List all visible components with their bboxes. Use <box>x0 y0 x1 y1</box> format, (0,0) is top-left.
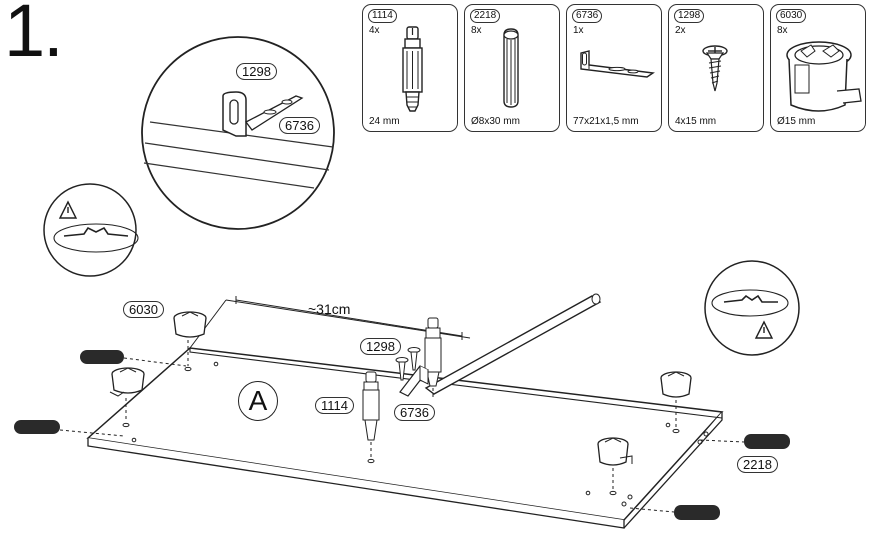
part-size: 24 mm <box>369 116 400 127</box>
cam-bolt-left <box>362 371 380 464</box>
metal-bracket-icon <box>580 50 655 78</box>
callout-screw: 1298 <box>360 338 401 355</box>
dimension-line <box>235 296 463 340</box>
part-code: 6736 <box>572 9 603 23</box>
edge-holes <box>131 361 709 507</box>
warning-circle-right <box>704 260 800 356</box>
cam-lock-right-top <box>660 371 692 434</box>
cam-lock-icon <box>786 41 862 112</box>
parts-list: 1114 4x 24 mm 2218 8x Ø8x30 mm 6736 1x 7… <box>362 4 868 134</box>
part-card-1114: 1114 4x 24 mm <box>362 4 458 132</box>
dowel-4 <box>629 505 720 520</box>
cam-bolt-center <box>424 317 442 400</box>
part-code: 6030 <box>776 9 807 23</box>
step-number: 1. <box>4 0 64 72</box>
wood-screw-icon <box>702 45 728 92</box>
callout-dowel: 2218 <box>737 456 778 473</box>
part-size: 77x21x1,5 mm <box>573 116 639 127</box>
dowel-3 <box>699 434 790 449</box>
cam-bolt-icon <box>402 26 423 112</box>
detail-label-bracket: 6736 <box>279 117 320 134</box>
part-card-6030: 6030 8x Ø15 mm <box>770 4 866 132</box>
detail-magnifier <box>141 36 335 230</box>
cam-lock-right-bottom <box>597 437 633 496</box>
part-quantity: 2x <box>675 25 686 36</box>
part-code: 1298 <box>674 9 705 23</box>
part-quantity: 1x <box>573 25 584 36</box>
part-card-6736: 6736 1x 77x21x1,5 mm <box>566 4 662 132</box>
wooden-dowel-icon <box>503 28 519 108</box>
callout-cam-lock: 6030 <box>123 301 164 318</box>
callout-bracket: 6736 <box>394 404 435 421</box>
part-code: 2218 <box>470 9 501 23</box>
part-size: 4x15 mm <box>675 116 717 127</box>
dowel-2 <box>14 420 125 437</box>
part-quantity: 8x <box>777 25 788 36</box>
detail-label-screw: 1298 <box>236 63 277 80</box>
part-code: 1114 <box>368 9 397 23</box>
cam-lock-left <box>109 367 145 428</box>
dimension-label: ~31cm <box>308 301 351 317</box>
screws-and-bracket <box>395 347 429 397</box>
part-size: Ø8x30 mm <box>471 116 520 127</box>
part-quantity: 4x <box>369 25 380 36</box>
warning-circle-left <box>43 183 139 277</box>
dowel-1 <box>80 350 187 367</box>
part-size: Ø15 mm <box>777 116 816 127</box>
cam-lock-top-left <box>173 311 207 372</box>
panel-label: A <box>238 381 278 421</box>
rail-rod <box>424 293 602 395</box>
part-card-2218: 2218 8x Ø8x30 mm <box>464 4 560 132</box>
part-quantity: 8x <box>471 25 482 36</box>
callout-cam-bolt: 1114 <box>315 397 354 414</box>
part-card-1298: 1298 2x 4x15 mm <box>668 4 764 132</box>
